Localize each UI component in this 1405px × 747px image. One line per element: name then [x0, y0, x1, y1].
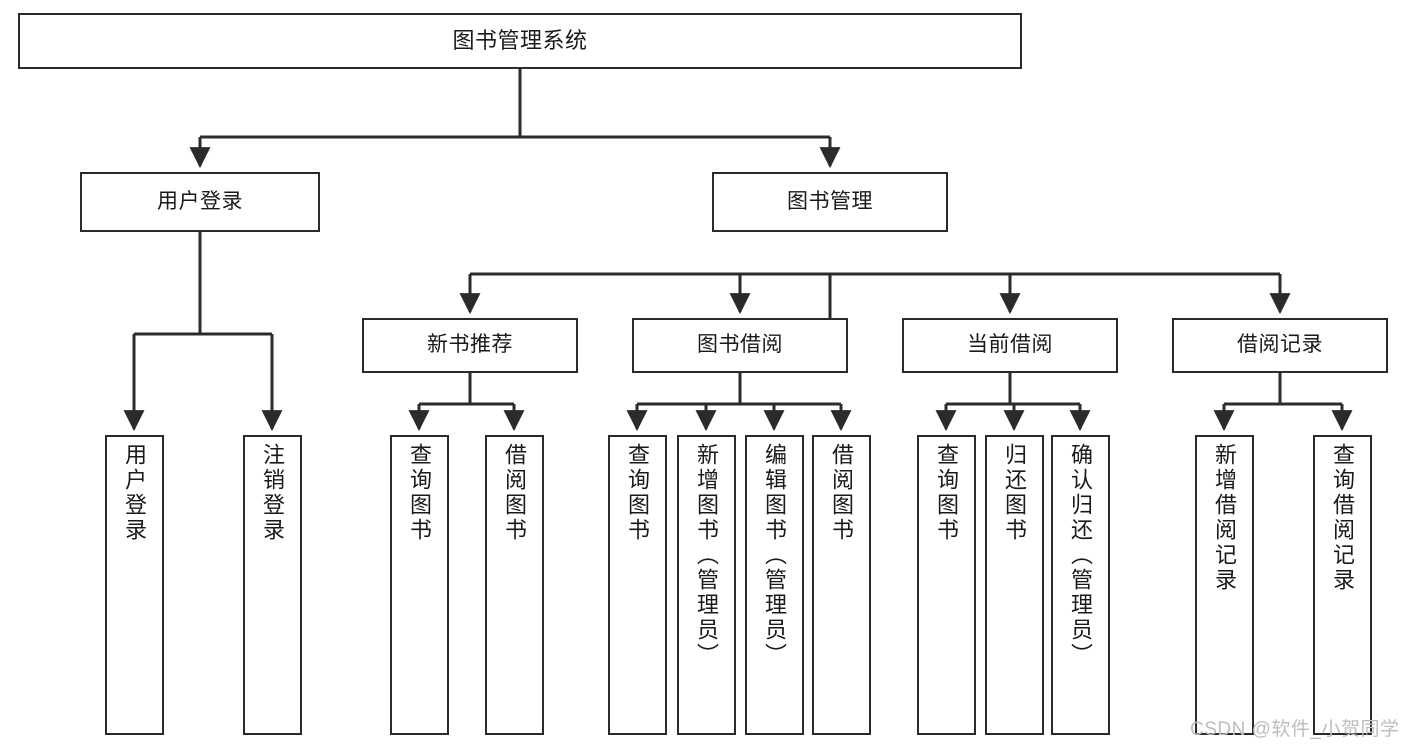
node-leaf-return-book-label: 归还图书 — [1002, 443, 1028, 543]
node-book-manage-label: 图书管理 — [787, 189, 873, 213]
node-book-borrow[interactable]: 图书借阅 — [632, 318, 848, 373]
node-leaf-add-book-label: 新增图书（管理员） — [694, 443, 720, 668]
node-new-book-recommend[interactable]: 新书推荐 — [362, 318, 578, 373]
node-borrow-record-label: 借阅记录 — [1237, 333, 1323, 357]
node-leaf-query-book-3-label: 查询图书 — [934, 443, 960, 543]
node-leaf-logout-label: 注销登录 — [260, 443, 286, 543]
node-leaf-edit-book-label: 编辑图书（管理员） — [762, 443, 788, 668]
node-leaf-confirm-return[interactable]: 确认归还（管理员） — [1051, 435, 1110, 735]
node-leaf-query-record-label: 查询借阅记录 — [1330, 443, 1356, 593]
node-leaf-query-book-3[interactable]: 查询图书 — [917, 435, 976, 735]
node-leaf-user-login-label: 用户登录 — [122, 443, 148, 543]
watermark: CSDN @软件_小贺同学 — [1190, 719, 1400, 740]
node-leaf-query-book-2-label: 查询图书 — [625, 443, 651, 543]
node-user-login[interactable]: 用户登录 — [80, 172, 320, 232]
node-book-manage[interactable]: 图书管理 — [712, 172, 948, 232]
node-leaf-query-book-1-label: 查询图书 — [407, 443, 433, 543]
node-leaf-confirm-return-label: 确认归还（管理员） — [1068, 443, 1094, 668]
node-leaf-add-book[interactable]: 新增图书（管理员） — [677, 435, 736, 735]
node-root-label: 图书管理系统 — [452, 28, 588, 54]
node-book-borrow-label: 图书借阅 — [697, 333, 783, 357]
node-leaf-add-record[interactable]: 新增借阅记录 — [1195, 435, 1254, 735]
node-leaf-return-book[interactable]: 归还图书 — [985, 435, 1044, 735]
node-leaf-borrow-book-1[interactable]: 借阅图书 — [485, 435, 544, 735]
node-leaf-edit-book[interactable]: 编辑图书（管理员） — [745, 435, 804, 735]
node-new-book-recommend-label: 新书推荐 — [427, 333, 513, 357]
node-current-borrow-label: 当前借阅 — [967, 333, 1053, 357]
node-leaf-user-login[interactable]: 用户登录 — [105, 435, 164, 735]
node-leaf-borrow-book-1-label: 借阅图书 — [502, 443, 528, 543]
node-leaf-logout[interactable]: 注销登录 — [243, 435, 302, 735]
node-current-borrow[interactable]: 当前借阅 — [902, 318, 1118, 373]
node-root[interactable]: 图书管理系统 — [18, 13, 1022, 69]
node-borrow-record[interactable]: 借阅记录 — [1172, 318, 1388, 373]
node-leaf-add-record-label: 新增借阅记录 — [1212, 443, 1238, 593]
node-leaf-borrow-book-2-label: 借阅图书 — [829, 443, 855, 543]
node-user-login-label: 用户登录 — [157, 189, 243, 213]
node-leaf-query-book-1[interactable]: 查询图书 — [390, 435, 449, 735]
node-leaf-borrow-book-2[interactable]: 借阅图书 — [812, 435, 871, 735]
node-leaf-query-record[interactable]: 查询借阅记录 — [1313, 435, 1372, 735]
node-leaf-query-book-2[interactable]: 查询图书 — [608, 435, 667, 735]
